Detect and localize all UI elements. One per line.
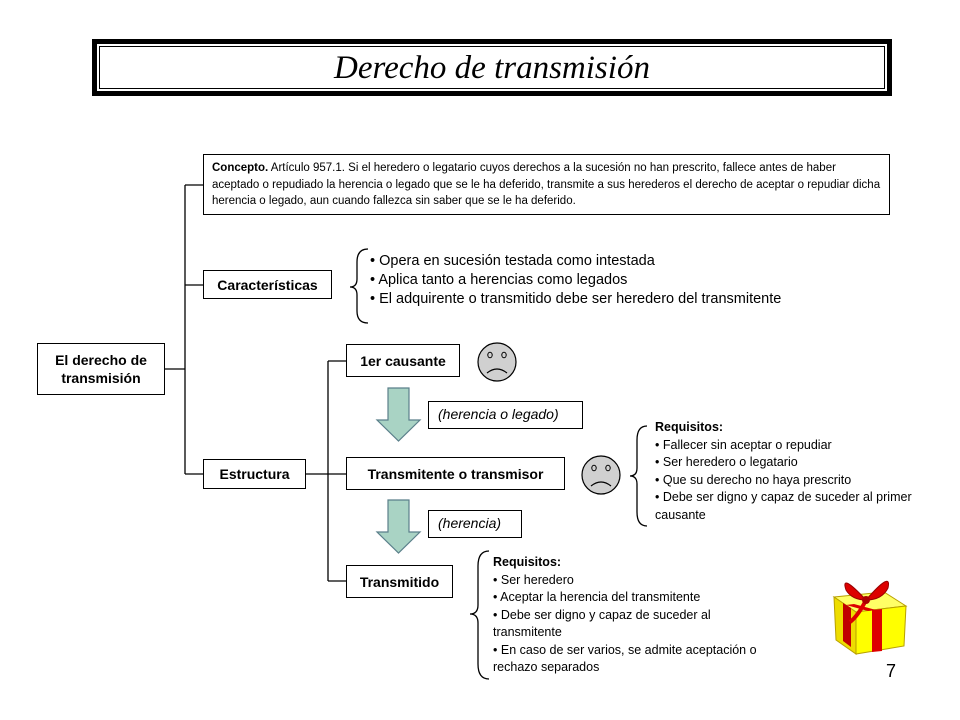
- list-item: Fallecer sin aceptar o repudiar: [655, 437, 917, 455]
- note-herencia: (herencia): [428, 510, 522, 538]
- list-item: Aceptar la herencia del transmitente: [493, 589, 761, 607]
- concepto-box: Concepto. Artículo 957.1. Si el heredero…: [203, 154, 890, 215]
- brace-caracteristicas: [350, 249, 368, 323]
- requisitos-heading: Requisitos:: [655, 419, 917, 437]
- transmitido-node: Transmitido: [346, 565, 453, 598]
- caracteristicas-node: Características: [203, 270, 332, 299]
- list-item: Aplica tanto a herencias como legados: [370, 271, 781, 290]
- requisitos-transmitido: Requisitos: Ser heredero Aceptar la here…: [493, 554, 761, 677]
- sad-face-icon: [582, 456, 620, 494]
- primer-causante-node: 1er causante: [346, 344, 460, 377]
- page-number: 7: [886, 661, 896, 682]
- arrow-down-icon: [377, 500, 420, 553]
- sad-face-icon: [478, 343, 516, 381]
- concepto-label: Concepto.: [212, 162, 268, 174]
- concepto-text: Artículo 957.1. Si el heredero o legatar…: [212, 162, 880, 207]
- list-item: En caso de ser varios, se admite aceptac…: [493, 642, 761, 677]
- transmitente-node: Transmitente o transmisor: [346, 457, 565, 490]
- root-node: El derecho de transmisión: [37, 343, 165, 395]
- note-herencia-o-legado: (herencia o legado): [428, 401, 583, 429]
- arrow-down-icon: [377, 388, 420, 441]
- requisitos-heading: Requisitos:: [493, 554, 761, 572]
- list-item: Ser heredero: [493, 572, 761, 590]
- brace-requisitos-transmitido: [470, 551, 489, 679]
- caracteristicas-list: Opera en sucesión testada como intestada…: [370, 252, 781, 309]
- brace-requisitos-transmitente: [630, 426, 647, 526]
- estructura-node: Estructura: [203, 459, 306, 489]
- list-item: Debe ser digno y capaz de suceder al pri…: [655, 489, 917, 524]
- list-item: Ser heredero o legatario: [655, 454, 917, 472]
- gift-icon: [834, 581, 906, 654]
- list-item: Que su derecho no haya prescrito: [655, 472, 917, 490]
- list-item: Opera en sucesión testada como intestada: [370, 252, 781, 271]
- list-item: El adquirente o transmitido debe ser her…: [370, 290, 781, 309]
- list-item: Debe ser digno y capaz de suceder al tra…: [493, 607, 761, 642]
- requisitos-transmitente: Requisitos: Fallecer sin aceptar o repud…: [655, 419, 917, 524]
